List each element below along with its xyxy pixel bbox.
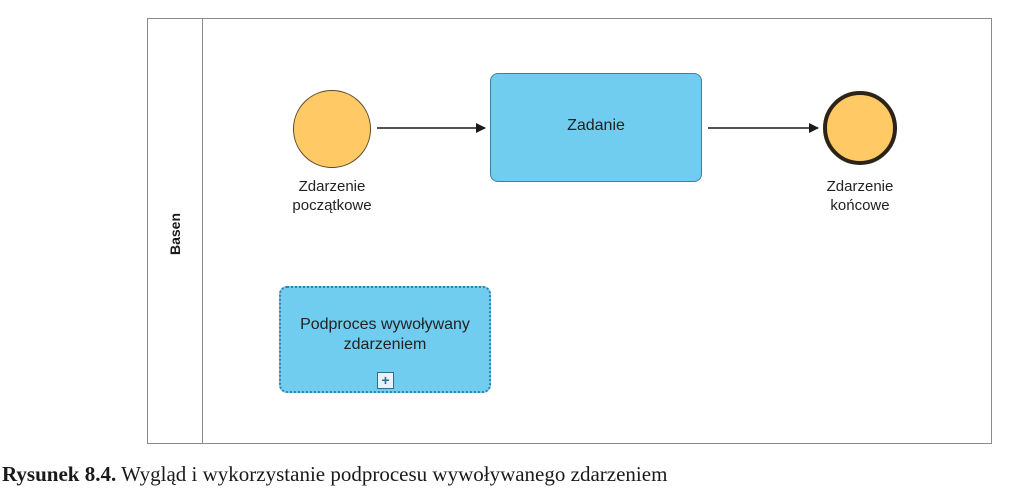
subprocess-label-line2: zdarzeniem xyxy=(343,336,427,353)
caption-text: Wygląd i wykorzystanie podprocesu wywoły… xyxy=(116,462,668,486)
start-event[interactable] xyxy=(293,90,371,168)
start-event-label: Zdarzenie początkowe xyxy=(262,177,402,215)
event-subprocess[interactable]: Podproces wywoływany zdarzeniem + xyxy=(279,286,491,393)
plus-icon[interactable]: + xyxy=(377,372,394,389)
start-event-label-line2: początkowe xyxy=(292,197,372,214)
end-event-label-line2: końcowe xyxy=(830,197,890,214)
figure-caption: Rysunek 8.4. Wygląd i wykorzystanie podp… xyxy=(2,462,667,487)
task[interactable]: Zadanie xyxy=(490,73,702,182)
subprocess-label-line1: Podproces wywoływany xyxy=(300,316,470,333)
start-event-label-line1: Zdarzenie xyxy=(298,178,366,195)
end-event-label: Zdarzenie końcowe xyxy=(790,177,930,215)
task-label: Zadanie xyxy=(567,116,625,134)
end-event-label-line1: Zdarzenie xyxy=(826,178,894,195)
end-event[interactable] xyxy=(823,91,897,165)
subprocess-label: Podproces wywoływany zdarzeniem xyxy=(285,315,485,355)
caption-number: Rysunek 8.4. xyxy=(2,462,117,486)
pool-header: Basen xyxy=(148,19,203,443)
